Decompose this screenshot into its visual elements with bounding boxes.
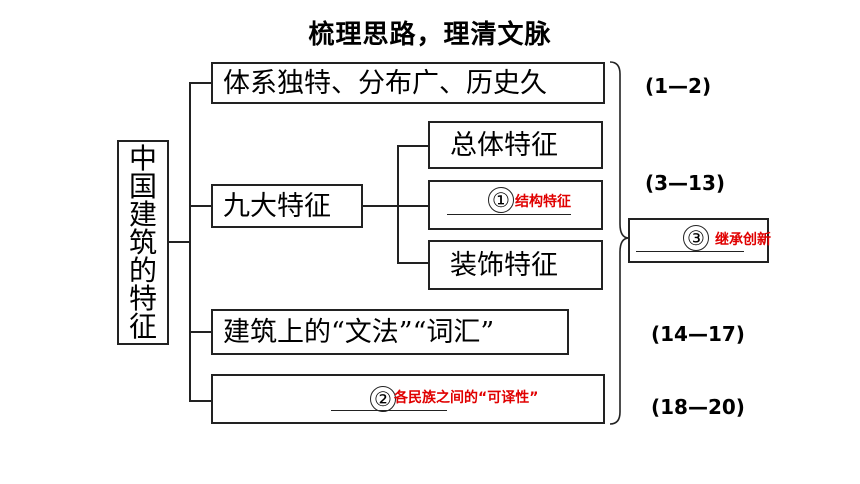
connector: [397, 145, 399, 264]
root-char: 中: [128, 141, 157, 175]
root-char: 特: [128, 281, 157, 315]
branch-label: 九大特征: [223, 190, 331, 222]
connector: [397, 262, 428, 264]
branch-box-3: 建筑上的“文法”“词汇”: [211, 309, 569, 355]
branch-label: 体系独特、分布广、历史久: [223, 67, 547, 99]
root-char: 征: [128, 309, 157, 343]
connector: [189, 82, 211, 84]
root-char: 的: [128, 253, 157, 287]
branch-label: 建筑上的“文法”“词汇”: [223, 316, 495, 348]
sub-box-blank-1: [428, 180, 603, 230]
connector: [169, 241, 191, 243]
connector: [189, 82, 191, 402]
connector: [189, 331, 211, 333]
range-label-1: (1—2): [645, 74, 712, 98]
range-label-4: (18—20): [651, 395, 745, 419]
circled-number-3: ③: [683, 225, 709, 251]
sub-box-decoration: 装饰特征: [428, 240, 603, 290]
answer-blank-3: [636, 251, 744, 252]
range-label-2: (3—13): [645, 171, 726, 195]
branch-box-2: 九大特征: [211, 184, 363, 228]
connector: [363, 205, 399, 207]
answer-text-1: 结构特征: [515, 194, 571, 210]
circled-number-1: ①: [488, 187, 514, 213]
page-title: 梳理思路，理清文脉: [308, 20, 552, 50]
root-char: 筑: [128, 225, 157, 259]
connector: [397, 205, 428, 207]
root-char: 建: [128, 197, 157, 231]
root-char: 国: [128, 169, 157, 203]
root-node: 中 国 建 筑 的 特 征: [117, 140, 169, 345]
branch-box-4: [211, 374, 605, 424]
answer-text-2: 各民族之间的“可译性”: [394, 390, 539, 406]
circled-number-2: ②: [370, 386, 396, 412]
connector: [397, 145, 428, 147]
connector: [189, 400, 211, 402]
answer-text-3: 继承创新: [715, 232, 771, 248]
sub-label: 装饰特征: [450, 249, 558, 281]
range-label-3: (14—17): [651, 322, 745, 346]
answer-blank-1: [447, 214, 571, 215]
sub-box-overall: 总体特征: [428, 121, 603, 169]
connector: [189, 205, 211, 207]
sub-label: 总体特征: [450, 129, 558, 161]
branch-box-1: 体系独特、分布广、历史久: [211, 62, 605, 104]
